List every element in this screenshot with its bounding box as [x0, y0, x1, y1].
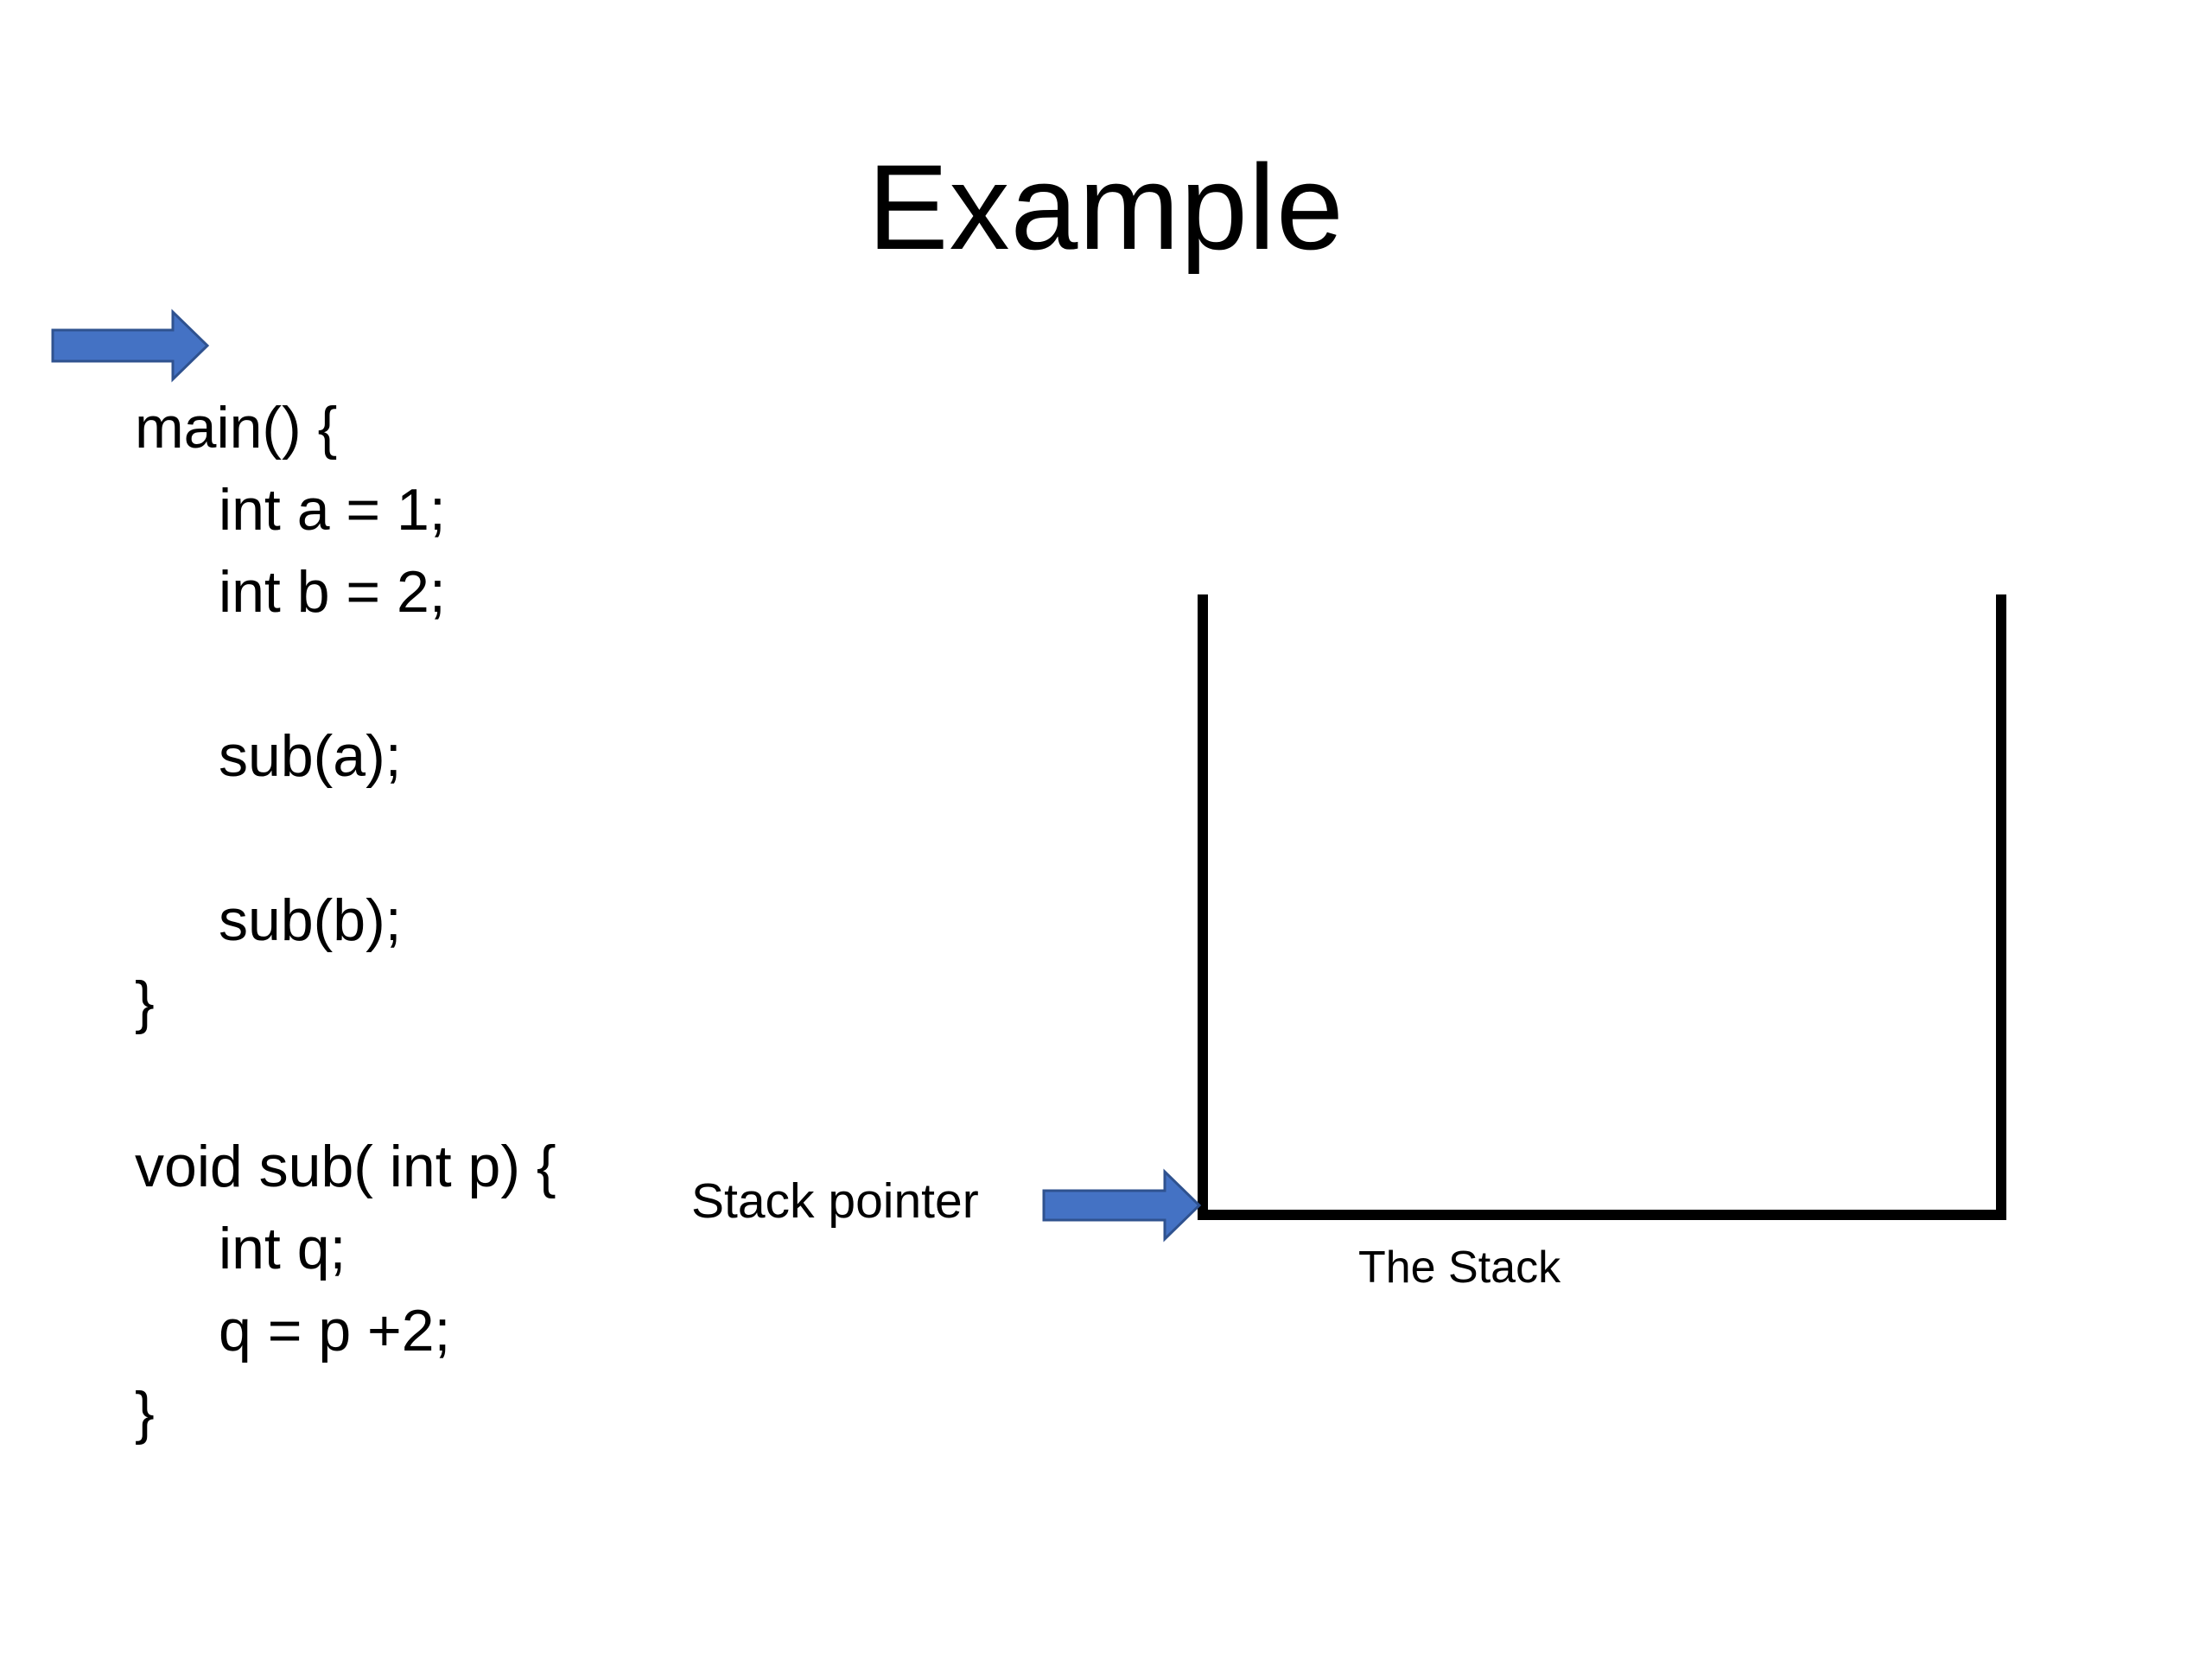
code-blank-line	[135, 1044, 556, 1126]
stack-pointer-label: Stack pointer	[691, 1173, 979, 1229]
code-line: sub(a);	[219, 723, 402, 789]
code-line: }	[135, 969, 155, 1035]
code-blank-line	[135, 633, 556, 715]
code-line: q = p +2;	[219, 1298, 451, 1363]
code-listing: main() { int a = 1; int b = 2; sub(a); sub(b…	[135, 387, 556, 1454]
code-line: sub(b);	[219, 887, 402, 953]
stack-container	[1198, 594, 2006, 1220]
code-line: int a = 1;	[219, 477, 446, 543]
code-line: }	[135, 1380, 155, 1446]
execution-pointer-arrow-icon	[51, 308, 210, 383]
stack-pointer-arrow-icon	[1042, 1168, 1202, 1243]
code-line: main() {	[135, 395, 338, 461]
code-line: void sub( int p) {	[135, 1134, 556, 1199]
stack-label: The Stack	[1358, 1243, 1561, 1293]
code-line: int b = 2;	[219, 559, 446, 625]
code-blank-line	[135, 798, 556, 880]
code-line: int q;	[219, 1216, 346, 1281]
slide-title: Example	[868, 139, 1344, 275]
